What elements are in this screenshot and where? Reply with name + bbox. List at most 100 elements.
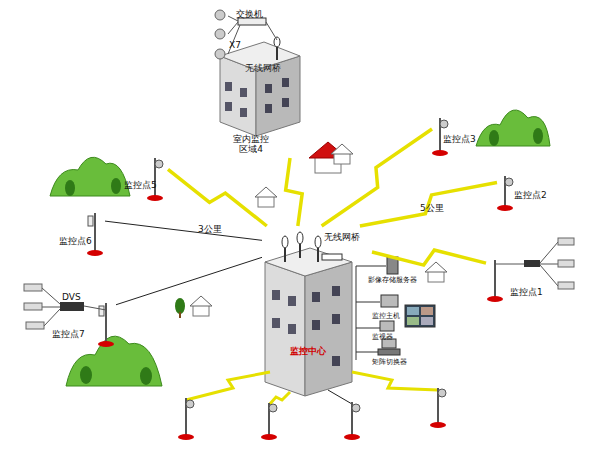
cable xyxy=(356,266,386,267)
poles xyxy=(24,118,574,440)
window xyxy=(240,108,247,117)
tree xyxy=(533,128,543,144)
cable xyxy=(328,390,352,404)
pole xyxy=(94,213,96,252)
cable-link xyxy=(105,221,262,240)
video-cell xyxy=(407,307,419,315)
dvs-box xyxy=(60,302,84,311)
building-face xyxy=(265,262,305,396)
monitor-point: 监控点5 xyxy=(118,150,168,200)
antenna-panel xyxy=(88,216,93,226)
node-text: 监控点5 xyxy=(124,180,157,190)
tree xyxy=(111,178,121,194)
camera xyxy=(155,160,163,168)
camera xyxy=(269,404,277,412)
building-node: 无线网桥室内监控区域4 xyxy=(208,30,305,158)
pole-base xyxy=(497,205,513,211)
camera xyxy=(558,238,574,245)
device-label: DVS xyxy=(62,292,81,302)
node-text: 监控点6 xyxy=(59,236,92,246)
pole xyxy=(105,303,107,343)
wireless-link xyxy=(322,129,432,226)
bottom-links xyxy=(186,372,438,405)
window xyxy=(282,98,289,107)
distance-label: 5公里 xyxy=(420,203,444,213)
cable xyxy=(356,328,380,329)
monitor-point: 监控点2 xyxy=(497,170,559,210)
antenna-head xyxy=(297,232,303,244)
camera xyxy=(186,400,194,408)
wireless-link xyxy=(286,158,303,226)
cable xyxy=(495,264,524,265)
pole-base xyxy=(178,434,194,440)
pole xyxy=(494,260,496,298)
node-text: 监控点7 xyxy=(52,329,85,339)
tree-trunk xyxy=(179,312,181,318)
hill xyxy=(66,336,162,386)
node-text: 监控点3 xyxy=(443,134,476,144)
hill xyxy=(50,157,130,196)
wireless-link xyxy=(168,169,267,226)
cable xyxy=(228,25,240,54)
window xyxy=(265,84,272,93)
window xyxy=(332,356,340,366)
pole-base xyxy=(98,341,114,347)
cable xyxy=(42,307,60,308)
window xyxy=(288,296,296,306)
antenna-head xyxy=(282,236,288,248)
cable xyxy=(356,352,378,353)
camera xyxy=(558,260,574,267)
device-label: X7 xyxy=(229,40,241,50)
window xyxy=(288,324,296,334)
window xyxy=(225,82,232,91)
cable xyxy=(42,288,60,304)
node-text: 无线网桥 xyxy=(324,232,360,242)
house-roof xyxy=(331,144,353,154)
building-face xyxy=(305,262,352,396)
tree xyxy=(489,130,499,146)
wireless-bolt xyxy=(269,392,290,405)
window xyxy=(332,286,340,296)
hill xyxy=(476,110,550,146)
pole-base xyxy=(432,150,448,156)
pole-base xyxy=(147,195,163,201)
top-building xyxy=(215,10,300,136)
window xyxy=(332,314,340,324)
antenna-panel xyxy=(99,306,104,316)
building-roof xyxy=(265,248,352,276)
video-wall xyxy=(405,305,435,327)
cable xyxy=(356,302,380,303)
house-roof xyxy=(425,262,447,272)
camera xyxy=(215,10,225,20)
window xyxy=(272,290,280,300)
cable xyxy=(540,242,558,263)
host-computer xyxy=(381,295,398,307)
device-label: 影像存储服务器 xyxy=(368,276,417,284)
wireless-link xyxy=(372,250,486,265)
pole-base xyxy=(430,422,446,428)
antenna-head xyxy=(315,236,321,248)
pole-base xyxy=(487,296,503,302)
cable xyxy=(44,309,60,326)
camera xyxy=(352,404,360,412)
camera xyxy=(438,389,446,397)
node-text: 监控点1 xyxy=(510,287,543,297)
cable xyxy=(356,266,357,360)
device-label: 矩阵切换器 xyxy=(372,358,407,366)
monitor-point: 监控点7 xyxy=(48,296,116,344)
cable xyxy=(266,22,277,40)
center-building xyxy=(265,232,352,396)
pole-base xyxy=(344,434,360,440)
window xyxy=(282,78,289,87)
window xyxy=(272,318,280,328)
monitor xyxy=(380,321,394,331)
node-text: 室内监控区域4 xyxy=(232,134,270,154)
camera xyxy=(215,29,225,39)
window xyxy=(225,102,232,111)
wireless-bolt xyxy=(186,372,270,400)
cable xyxy=(540,264,558,265)
video-cell xyxy=(421,317,433,325)
building-node: 无线网桥监控中心 xyxy=(262,226,372,398)
